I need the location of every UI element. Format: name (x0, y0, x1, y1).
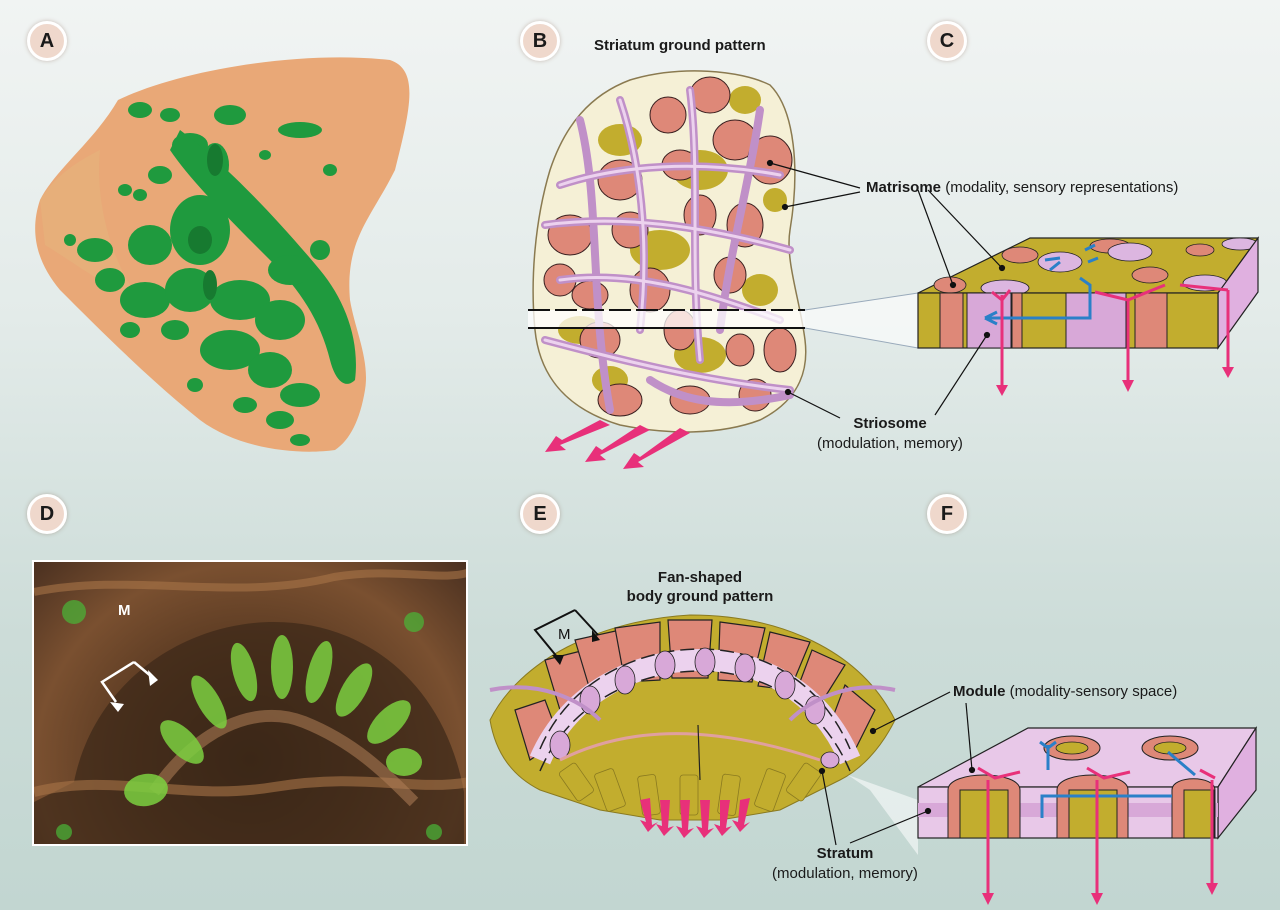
panel-e-title-line1: Fan-shaped (657, 569, 743, 586)
fan-modules-green (124, 635, 422, 807)
striatum-outline (532, 70, 807, 433)
block-f-front (917, 786, 1219, 839)
efferent-fibers (991, 283, 1230, 390)
output-arrows (545, 420, 690, 469)
panel-label-d: D (27, 494, 67, 534)
panel-e-title: Fan-shaped body ground pattern (590, 568, 810, 606)
block-top (917, 237, 1260, 294)
callout-striosome-term: Striosome (853, 415, 927, 432)
tissue-outline (35, 57, 410, 452)
module-marker-label-d: M (118, 602, 131, 619)
module-marker-label-e: M (558, 626, 571, 643)
panel-e-title-line2: body ground pattern (626, 588, 774, 605)
block-right-face (1217, 236, 1259, 350)
block-f-right (1217, 725, 1257, 840)
callout-stratum-term: Stratum (816, 845, 874, 862)
callout-module: Module (modality-sensory space) (953, 682, 1177, 702)
green-patches (64, 102, 356, 446)
panel-label-e: E (520, 494, 560, 534)
stratum-band (529, 648, 861, 765)
block-front-face (917, 292, 1219, 349)
callout-stratum: Stratum (modulation, memory) (750, 844, 940, 884)
micrograph-content (34, 568, 466, 844)
panel-label-f: F (927, 494, 967, 534)
panel-label-c: C (927, 21, 967, 61)
f-module-columns (947, 774, 1216, 839)
callout-matrisome: Matrisome (modality, sensory representat… (866, 178, 1178, 198)
callout-matrisome-desc: (modality, sensory representations) (945, 179, 1179, 196)
panel-b-title: Striatum ground pattern (594, 37, 766, 54)
callout-striosome: Striosome (modulation, memory) (800, 414, 980, 454)
block-f-top (917, 727, 1258, 788)
callout-stratum-desc: (modulation, memory) (772, 865, 918, 882)
fan-outline (489, 614, 896, 821)
f-module-rings (1043, 735, 1199, 761)
panel-label-b: B (520, 21, 560, 61)
fan-output-arrows (640, 798, 750, 838)
panel-d-micrograph: M (32, 560, 468, 846)
callout-striosome-desc: (modulation, memory) (817, 435, 963, 452)
panel-label-a: A (27, 21, 67, 61)
afferent-fibers (984, 243, 1099, 326)
callout-matrisome-term: Matrisome (866, 179, 942, 196)
callout-module-term: Module (953, 683, 1006, 700)
callout-module-desc: (modality-sensory space) (1009, 683, 1178, 700)
